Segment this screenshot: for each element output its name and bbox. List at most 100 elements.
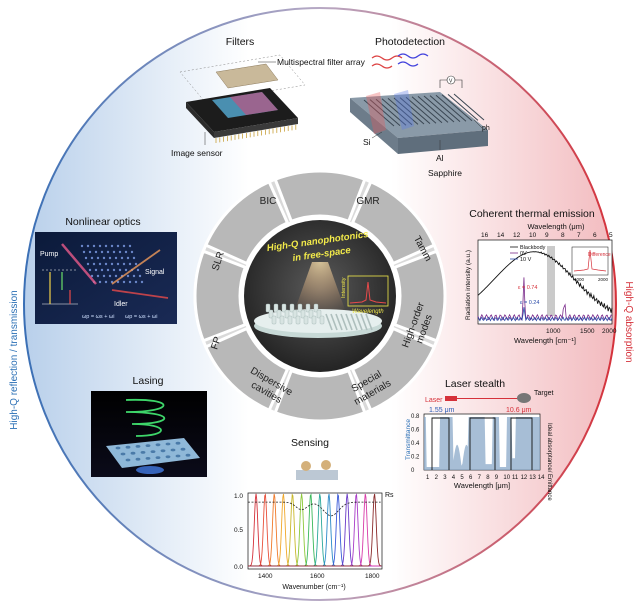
center-inset-peak	[349, 281, 387, 304]
thermal-top-tick: 6	[593, 232, 597, 239]
thermal-top-tick: 7	[577, 232, 581, 239]
filters-section: Filters Multispectral filter array Image…	[171, 36, 366, 158]
lasing-hole	[160, 449, 166, 453]
sensor-substrate	[296, 470, 338, 480]
stealth-x-tick: 1	[426, 475, 430, 481]
wheel-wedge-7	[203, 179, 290, 266]
wheel-wedge-1	[350, 179, 437, 266]
pillar	[265, 303, 271, 313]
thermal-section: Coherent thermal emission Wavelength (μm…	[465, 208, 617, 345]
photo-grating-line	[423, 95, 455, 123]
legend-blackbody: Blackbody	[520, 245, 546, 251]
epsilon-024-label: ε = 0.24	[520, 300, 539, 306]
lasing-section: Lasing	[91, 375, 207, 477]
pillar	[279, 315, 285, 325]
laser-source-icon	[445, 396, 457, 401]
thermal-highlight-band	[547, 246, 555, 316]
sensing-peak-curve	[248, 493, 382, 567]
photo-grating-line	[381, 98, 413, 126]
grating-line	[340, 313, 348, 331]
sensing-title: Sensing	[291, 437, 329, 449]
nonlinear-equation-2: ωp = ωs + ωi	[125, 314, 157, 320]
grating-line	[365, 313, 373, 331]
pillar	[292, 309, 298, 319]
transmittance-area	[424, 416, 540, 470]
outer-ring	[23, 7, 617, 601]
metasurface-dot	[110, 262, 114, 266]
metasurface-dot	[126, 256, 130, 260]
metasurface-dot	[124, 268, 128, 272]
pillar	[289, 303, 295, 313]
photo-grating-line	[399, 97, 431, 124]
nonlinear-equation-1: ωp = ωs + ωi	[82, 314, 114, 320]
photo-grating-line	[387, 98, 419, 125]
pillar	[276, 309, 282, 319]
sensing-xtick-1400: 1400	[258, 573, 273, 580]
zero-volt-curve	[477, 277, 613, 322]
metasurface-dot	[98, 262, 102, 266]
metasurface-dot	[112, 268, 116, 272]
thermal-title: Coherent thermal emission	[469, 208, 595, 220]
thermal-top-tick: 10	[529, 232, 537, 239]
pillar	[268, 309, 274, 319]
nanopillars	[265, 303, 325, 325]
metasurface-dot	[106, 268, 110, 272]
thermal-tick-1500: 1500	[580, 328, 595, 335]
stealth-x-tick: 12	[521, 475, 528, 481]
stealth-y-tick: 0.6	[411, 428, 420, 434]
photo-grating-line	[411, 96, 443, 124]
ideal-band-2	[469, 417, 496, 470]
metasurface-dot	[134, 280, 138, 284]
stealth-x-tick: 6	[469, 475, 473, 481]
thermal-top-tick: 9	[545, 232, 549, 239]
metasurface-dot	[86, 244, 90, 248]
photo-grating-line	[375, 98, 407, 126]
lasing-hole	[145, 444, 151, 447]
metasurface-dot	[90, 274, 94, 278]
lasing-hole	[135, 457, 141, 461]
wl1-label: 1.55 μm	[429, 407, 455, 414]
filters-title: Filters	[226, 36, 255, 48]
metasurface-dot	[136, 268, 140, 272]
filters-guide-frame	[179, 54, 306, 103]
photo-grating-line	[447, 94, 479, 121]
photo-grating-line	[393, 97, 425, 125]
grating-line	[355, 313, 363, 331]
metasurface-dot	[98, 244, 102, 248]
metasurface-dot	[104, 262, 108, 266]
incident-blue-beam	[394, 90, 414, 130]
light-beam	[292, 262, 348, 318]
ph-label: ph	[482, 125, 490, 132]
laser-label: Laser	[425, 397, 443, 404]
photo-grating-line	[453, 93, 485, 121]
laser-output-glow	[136, 466, 164, 474]
center-inset-xlabel: Wavelength	[352, 309, 384, 315]
thermal-inset-curve	[573, 249, 607, 272]
voltmeter-icon	[446, 75, 456, 85]
sensor-pins	[215, 124, 297, 143]
ideal-band-1	[431, 417, 450, 470]
sensing-xtick-1600: 1600	[310, 573, 325, 580]
wedge-label-fp: FP	[209, 335, 224, 351]
stealth-x-tick: 14	[538, 475, 545, 481]
metasurface-dot	[108, 256, 112, 260]
target-icon	[517, 393, 531, 403]
thermal-inset-tick-1: 1000	[574, 277, 585, 282]
stealth-left-axis-label: Transmittance	[405, 419, 412, 460]
metasurface-dot	[126, 274, 130, 278]
grating-line	[360, 313, 368, 331]
metasurface-dot	[128, 262, 132, 266]
metasurface-dot	[130, 250, 134, 254]
multispectral-filter-array	[215, 63, 279, 89]
metasurface-dot	[94, 268, 98, 272]
pillar	[281, 303, 287, 313]
laser-stealth-title: Laser stealth	[445, 378, 505, 390]
metasurface-dot	[88, 268, 92, 272]
metasurface-dot	[132, 274, 136, 278]
epsilon-074-label: ε = 0.74	[518, 285, 537, 291]
voltmeter-label: V	[449, 79, 453, 85]
stealth-x-tick: 7	[478, 475, 482, 481]
nonlinear-title: Nonlinear optics	[65, 216, 140, 228]
lasing-hole	[185, 453, 191, 457]
